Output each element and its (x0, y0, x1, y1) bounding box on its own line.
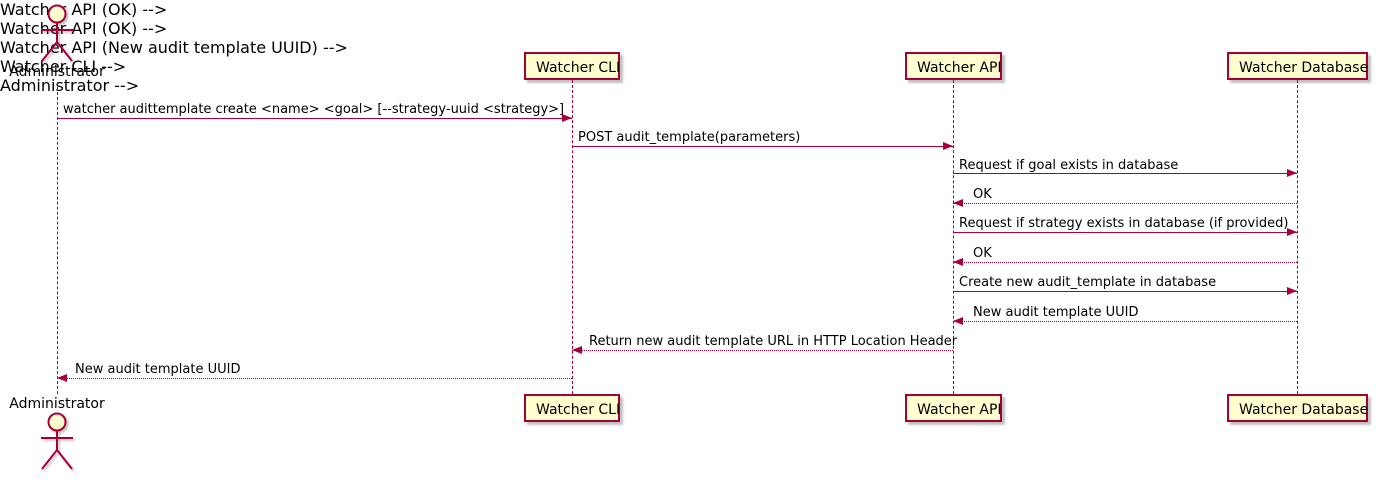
arrowhead-left-icon (57, 374, 67, 382)
participant-watcher-cli-top: Watcher CLI (524, 52, 620, 80)
actor-label-bottom: Administrator (9, 396, 105, 412)
message-label: Return new audit template URL in HTTP Lo… (589, 334, 958, 349)
arrowhead-left-icon (572, 346, 582, 354)
message-line (953, 203, 1297, 204)
arrowhead-right-icon (1287, 287, 1297, 295)
lifeline-administrator (57, 82, 58, 394)
message-line (953, 291, 1297, 292)
participant-watcher-database-top: Watcher Database (1227, 52, 1368, 80)
message-label: Create new audit_template in database (959, 275, 1217, 290)
actor-icon (41, 4, 73, 62)
message-label: Request if goal exists in database (959, 158, 1179, 173)
participant-watcher-cli-bottom: Watcher CLI (524, 394, 620, 422)
message-line (57, 378, 572, 379)
participant-watcher-api-top: Watcher API (905, 52, 1002, 80)
participant-watcher-api-bottom: Watcher API (905, 394, 1002, 422)
lifeline-watcher-api (953, 80, 954, 394)
message-label: watcher audittemplate create <name> <goa… (63, 102, 565, 117)
message-label: Request if strategy exists in database (… (959, 216, 1289, 231)
message-label: New audit template UUID (75, 362, 241, 377)
participant-watcher-database-bottom: Watcher Database (1227, 394, 1368, 422)
message-line (953, 232, 1297, 233)
arrowhead-left-icon (953, 258, 963, 266)
arrowhead-right-icon (1287, 228, 1297, 236)
message-line (57, 118, 572, 119)
arrowhead-left-icon (953, 199, 963, 207)
arrowhead-left-icon (953, 317, 963, 325)
message-line (953, 173, 1297, 174)
message-label: POST audit_template(parameters) (578, 130, 801, 145)
lifeline-watcher-database (1297, 80, 1298, 394)
message-line (572, 350, 953, 351)
message-label: New audit template UUID (973, 305, 1139, 320)
actor-label-top: Administrator (9, 64, 105, 80)
arrowhead-right-icon (1287, 169, 1297, 177)
arrowhead-right-icon (562, 114, 572, 122)
message-line (953, 262, 1297, 263)
message-label: OK (973, 187, 992, 202)
actor-icon (41, 412, 73, 470)
message-label: OK (973, 246, 992, 261)
lifeline-watcher-cli (572, 80, 573, 394)
arrowhead-right-icon (943, 142, 953, 150)
message-line (953, 321, 1297, 322)
message-line (572, 146, 953, 147)
